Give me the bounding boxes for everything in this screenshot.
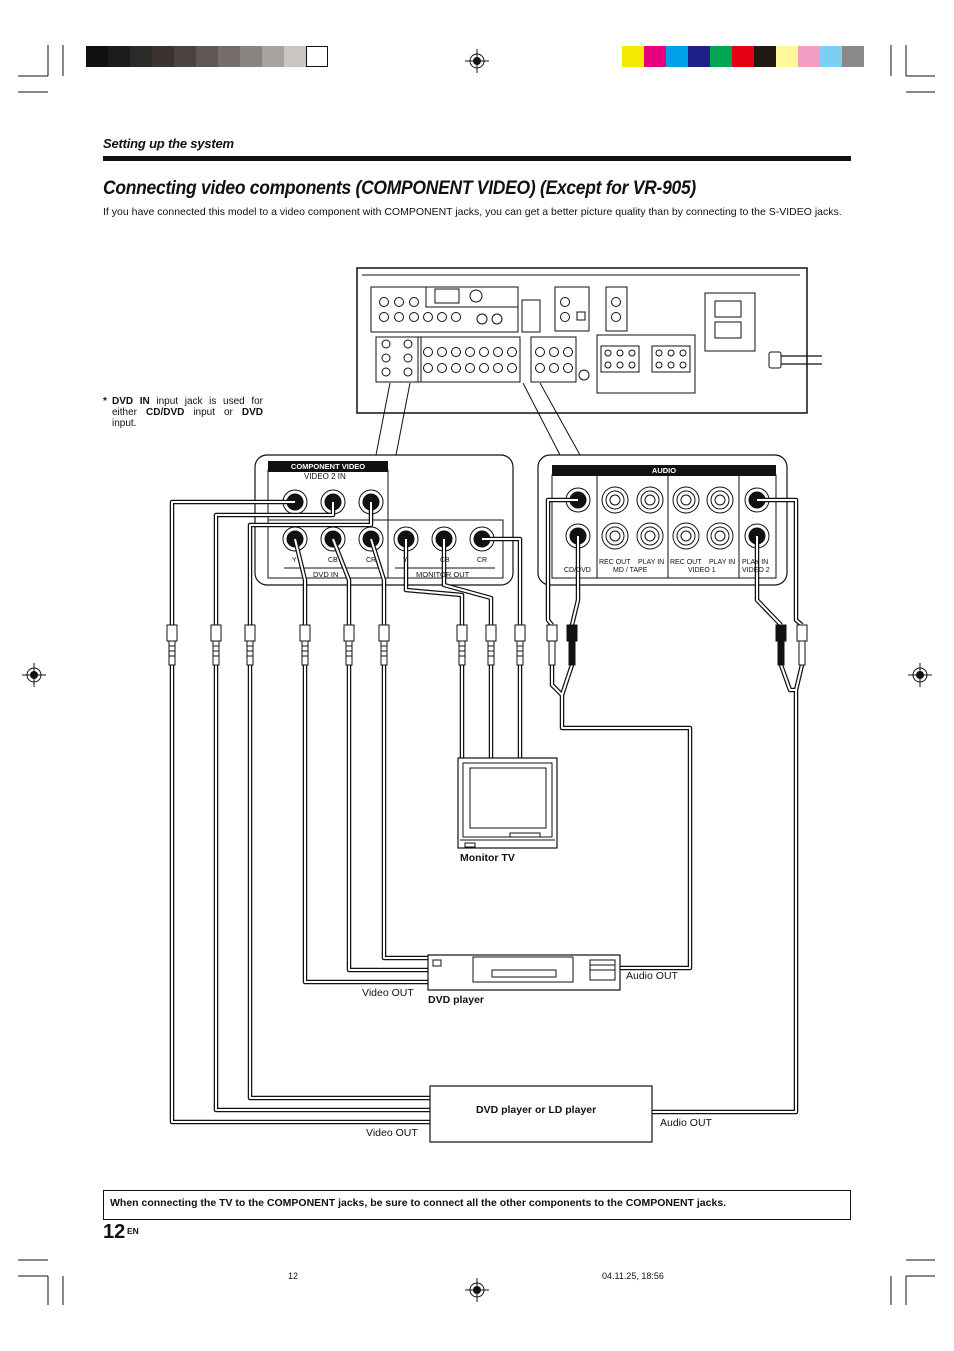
color-swatch xyxy=(776,46,798,67)
note-part: DVD IN xyxy=(112,396,150,407)
audio-label-play-in: PLAY IN xyxy=(742,559,769,566)
color-swatch xyxy=(710,46,732,67)
gray-swatch xyxy=(108,46,130,67)
page-number: 12 xyxy=(103,1221,126,1243)
registration-targets xyxy=(22,49,932,1302)
callout-lines xyxy=(375,382,581,456)
component-video-heading: COMPONENT VIDEO xyxy=(268,461,388,472)
note-star: * xyxy=(103,396,107,407)
note-part: input. xyxy=(112,418,137,429)
player-video-out-label: Video OUT xyxy=(366,1127,418,1139)
gray-swatch xyxy=(306,46,328,67)
audio-label-cd-dvd: CD/DVD xyxy=(564,567,591,574)
color-swatch xyxy=(688,46,710,67)
component-video-panel xyxy=(254,454,514,586)
audio-label-video1: VIDEO 1 xyxy=(688,567,716,574)
target-right xyxy=(908,663,932,687)
monitor-out-label: MONITOR OUT xyxy=(416,570,470,579)
color-swatch xyxy=(732,46,754,67)
jack-label-cr: CR xyxy=(366,557,377,564)
monitor-tv-label: Monitor TV xyxy=(460,852,515,864)
gray-swatch xyxy=(240,46,262,67)
dvd-in-note: * DVD IN input jack is used for either C… xyxy=(103,396,263,429)
jack-label-cb: CB xyxy=(440,557,450,564)
color-swatch xyxy=(798,46,820,67)
dvd-in-label: DVD IN xyxy=(313,570,339,579)
rca-plug xyxy=(166,624,178,666)
target-left xyxy=(22,663,46,687)
video2-in-label: VIDEO 2 IN xyxy=(304,472,346,481)
audio-label-md-tape: MD / TAPE xyxy=(613,567,648,574)
gray-swatch xyxy=(86,46,108,67)
gray-swatch xyxy=(174,46,196,67)
color-swatch xyxy=(754,46,776,67)
rca-plugs xyxy=(166,624,808,666)
dvd-player xyxy=(427,954,621,991)
jack-label-y: Y xyxy=(292,557,297,564)
audio-label-play-in: PLAY IN xyxy=(709,559,736,566)
dvd-audio-out-label: Audio OUT xyxy=(626,970,678,982)
gray-swatch xyxy=(152,46,174,67)
color-swatch xyxy=(820,46,842,67)
color-swatch xyxy=(644,46,666,67)
audio-heading: AUDIO xyxy=(552,465,776,476)
player-audio-out-label: Audio OUT xyxy=(660,1117,712,1129)
monitor-tv xyxy=(457,757,558,849)
player-box xyxy=(429,1085,653,1143)
player-box-label: DVD player or LD player xyxy=(476,1104,597,1116)
jack-label-cb: CB xyxy=(328,557,338,564)
crop-marks xyxy=(18,45,935,1305)
color-swatch xyxy=(622,46,644,67)
cables xyxy=(169,497,805,1125)
note-part: DVD xyxy=(241,407,263,418)
page-language: EN xyxy=(127,1226,139,1236)
section-label: Setting up the system xyxy=(103,136,234,151)
print-timestamp: 04.11.25, 18:56 xyxy=(602,1271,664,1281)
jack-label-y: Y xyxy=(403,557,408,564)
warning-text: When connecting the TV to the COMPONENT … xyxy=(110,1197,727,1209)
note-part: input jack is used for either xyxy=(112,396,263,418)
warning-box xyxy=(103,1190,851,1220)
audio-label-rec-out: REC OUT xyxy=(670,559,702,566)
note-body: DVD IN input jack is used for either CD/… xyxy=(103,396,263,429)
dvd-video-out-label: Video OUT xyxy=(362,987,414,999)
gray-swatch xyxy=(262,46,284,67)
gray-swatch xyxy=(284,46,306,67)
gray-swatch xyxy=(130,46,152,67)
audio-label-play-in: PLAY IN xyxy=(638,559,665,566)
receiver-rear-panel xyxy=(356,267,822,414)
color-swatch xyxy=(666,46,688,67)
color-swatch xyxy=(842,46,864,67)
audio-label-video2: VIDEO 2 xyxy=(742,567,770,574)
note-part: CD/DVD xyxy=(146,407,185,418)
target-bottom xyxy=(465,1278,489,1302)
note-part: input or xyxy=(184,407,242,418)
jack-label-cr: CR xyxy=(477,557,488,564)
gray-swatch xyxy=(196,46,218,67)
audio-label-rec-out: REC OUT xyxy=(599,559,631,566)
dvd-player-label: DVD player xyxy=(428,994,485,1006)
intro-paragraph: If you have connected this model to a vi… xyxy=(103,206,842,218)
section-rule xyxy=(103,156,851,161)
print-page-number: 12 xyxy=(288,1271,299,1281)
gray-swatch xyxy=(218,46,240,67)
page-title: Connecting video components (COMPONENT V… xyxy=(103,178,696,199)
target-top xyxy=(465,49,489,73)
